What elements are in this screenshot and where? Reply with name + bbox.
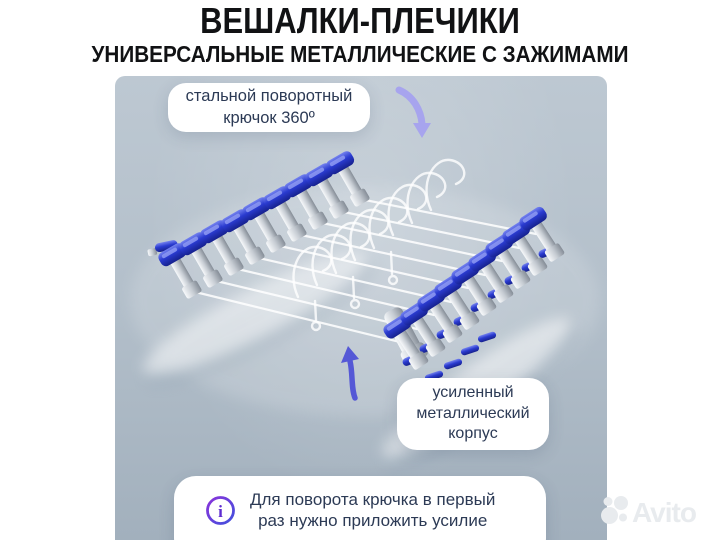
callout-note: i Для поворота крючка в первый раз нужно…: [174, 476, 546, 540]
avito-logo-icon: [600, 494, 630, 531]
page-subtitle: УНИВЕРСАЛЬНЫЕ МЕТАЛЛИЧЕСКИЕ С ЗАЖИМАМИ: [91, 40, 629, 67]
arrow-up-icon: [341, 346, 359, 401]
page-title: ВЕШАЛКИ-ПЛЕЧИКИ: [200, 0, 520, 41]
callout-hook-line2: крючок 360º: [223, 108, 315, 127]
callout-body: усиленный металлический корпус: [397, 378, 549, 450]
callout-body-line1: усиленный: [432, 384, 514, 402]
product-photo: стальной поворотный крючок 360º усиленны…: [115, 76, 607, 540]
callout-note-line2: раз нужно приложить усилие: [258, 511, 488, 531]
header: ВЕШАЛКИ-ПЛЕЧИКИ УНИВЕРСАЛЬНЫЕ МЕТАЛЛИЧЕС…: [0, 0, 720, 67]
callout-body-line3: корпус: [448, 425, 498, 443]
avito-watermark: Avito: [600, 494, 697, 531]
arrow-down-icon: [395, 86, 431, 138]
callout-hook: стальной поворотный крючок 360º: [168, 83, 370, 132]
avito-watermark-label: Avito: [632, 496, 697, 528]
hangers-illustration: [130, 149, 600, 470]
callout-note-line1: Для поворота крючка в первый: [250, 490, 496, 509]
callout-hook-line1: стальной поворотный: [185, 87, 353, 106]
info-icon: i: [205, 495, 236, 526]
info-icon-glyph: i: [218, 502, 223, 521]
callout-body-line2: металлический: [416, 404, 530, 422]
